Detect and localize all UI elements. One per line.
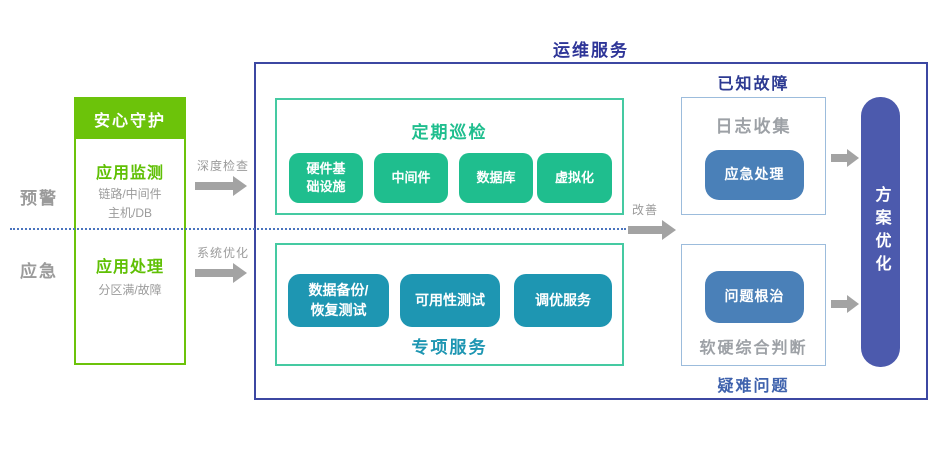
solution-optimization-bar: 方案优化 xyxy=(861,97,900,367)
to-solution-arrow-bottom xyxy=(831,295,859,313)
inspection-item-middleware: 中间件 xyxy=(374,153,448,203)
inspection-item-virtualization: 虚拟化 xyxy=(537,153,612,203)
system-opt-label: 系统优化 xyxy=(197,246,250,260)
phase-label-emergency: 应急 xyxy=(20,262,58,281)
solution-optimization-label: 方案优化 xyxy=(872,186,890,278)
special-item-backup: 数据备份/ 恢复测试 xyxy=(288,274,389,327)
app-monitor-title: 应用监测 xyxy=(95,165,164,182)
app-monitor-detail: 链路/中间件 主机/DB xyxy=(98,187,162,221)
improve-arrow xyxy=(628,220,676,240)
to-solution-arrow-top xyxy=(831,149,859,167)
known-fault-panel: 日志收集 应急处理 xyxy=(681,97,826,215)
app-handle-detail: 分区满/故障 xyxy=(98,283,162,297)
assurance-panel-header: 安心守护 xyxy=(76,99,184,139)
improve-label: 改善 xyxy=(632,203,659,217)
phase-divider-line xyxy=(10,228,626,230)
special-service-title: 专项服务 xyxy=(411,338,488,357)
log-collection-label: 日志收集 xyxy=(715,117,792,136)
app-handle-title: 应用处理 xyxy=(95,259,164,276)
assurance-panel: 安心守护 应用监测 链路/中间件 主机/DB 应用处理 分区满/故障 xyxy=(74,97,186,365)
hard-problem-panel: 问题根治 软硬综合判断 xyxy=(681,244,826,366)
phase-label-warning: 预警 xyxy=(20,189,58,208)
emergency-handling-chip: 应急处理 xyxy=(705,150,804,200)
deep-check-label: 深度检查 xyxy=(197,159,250,173)
judgment-label: 软硬综合判断 xyxy=(699,340,808,357)
special-item-tuning: 调优服务 xyxy=(514,274,612,327)
deep-check-arrow xyxy=(195,176,247,196)
special-service-panel: 数据备份/ 恢复测试 可用性测试 调优服务 专项服务 xyxy=(275,243,624,366)
special-item-availability: 可用性测试 xyxy=(400,274,500,327)
hard-problem-title: 疑难问题 xyxy=(717,378,790,395)
ops-service-title: 运维服务 xyxy=(553,41,629,60)
known-fault-title: 已知故障 xyxy=(717,76,790,93)
inspection-item-hardware: 硬件基 础设施 xyxy=(289,153,363,203)
ops-service-border xyxy=(254,62,928,400)
periodic-inspection-panel: 定期巡检 硬件基 础设施 中间件 数据库 虚拟化 xyxy=(275,98,624,215)
root-cause-chip: 问题根治 xyxy=(705,271,804,323)
inspection-item-database: 数据库 xyxy=(459,153,533,203)
system-opt-arrow xyxy=(195,263,247,283)
periodic-inspection-title: 定期巡检 xyxy=(411,123,488,142)
